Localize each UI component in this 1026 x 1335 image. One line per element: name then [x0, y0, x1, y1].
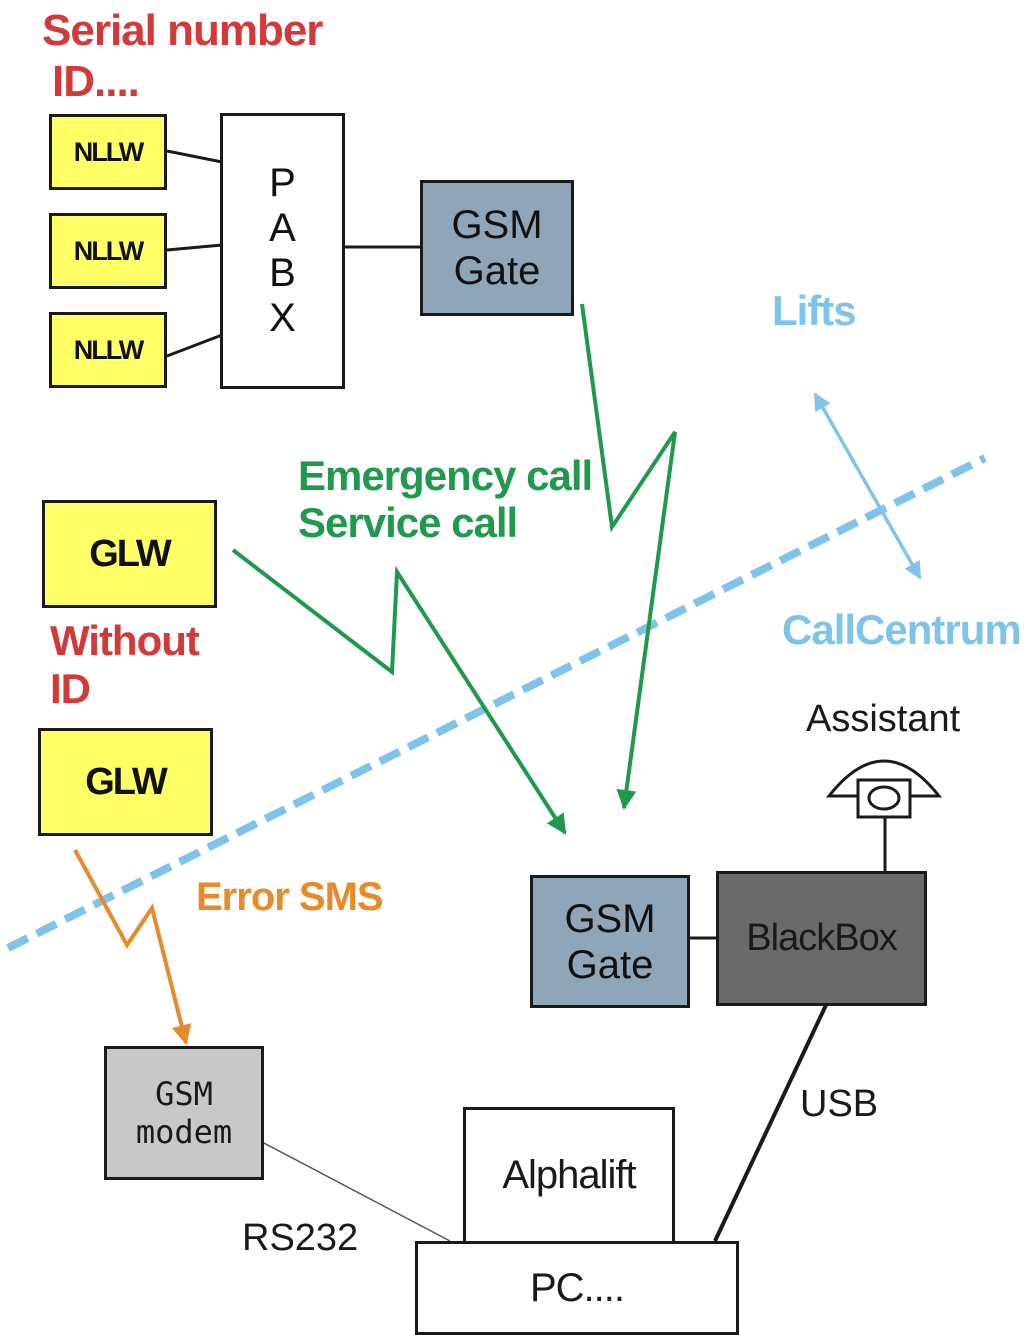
nllw-2-link	[166, 243, 223, 252]
lifts-label: Lifts	[772, 287, 857, 334]
gsm-gate-top-line1: GSM	[451, 203, 543, 247]
nllw-device-3-label: NLLW	[73, 334, 144, 365]
pabx-box: P A B X	[220, 113, 345, 389]
gsm-gate-top: GSM Gate	[420, 180, 574, 316]
gsm-modem-line2: modem	[135, 1113, 233, 1151]
service-call-label: Service call	[298, 499, 518, 547]
callcentrum-label: CallCentrum	[782, 606, 1022, 653]
serial-number-label: Serial number ID....	[42, 6, 323, 107]
without-id-line2: ID	[50, 665, 91, 713]
without-id-line1: Without	[50, 617, 200, 664]
nllw-3-link	[166, 333, 223, 358]
error-sms-arrow	[73, 849, 192, 1045]
nllw-device-1: NLLW	[49, 114, 167, 190]
pabx-letter-a: A	[269, 206, 296, 251]
without-id-label: Without ID	[50, 617, 200, 714]
usb-cable	[713, 1004, 828, 1242]
service-call-arrow	[231, 548, 567, 835]
lifts-callcentrum-arrow	[813, 392, 922, 580]
pabx-letters: P A B X	[269, 161, 296, 340]
usb-label: USB	[800, 1083, 879, 1125]
gsm-gate-bottom: GSM Gate	[530, 875, 690, 1008]
glw-device-1-label: GLW	[89, 532, 172, 575]
nllw-device-2-label: NLLW	[73, 235, 144, 266]
gsm-modem-line1: GSM	[155, 1074, 213, 1113]
error-sms-label: Error SMS	[196, 875, 384, 919]
gsm-gate-bottom-line2: Gate	[566, 942, 654, 987]
glw-device-1: GLW	[42, 500, 217, 608]
pc-box: PC....	[415, 1241, 739, 1335]
nllw-device-2: NLLW	[49, 213, 167, 289]
emergency-call-arrow	[580, 303, 677, 810]
gsm-modem: GSM modem	[104, 1046, 264, 1180]
telephone-icon	[825, 759, 943, 819]
nllw-device-3: NLLW	[49, 312, 167, 388]
gsm-modem-label: GSM modem	[136, 1075, 232, 1152]
blackbox-label: BlackBox	[746, 917, 897, 959]
rs232-label: RS232	[242, 1217, 359, 1259]
emergency-call-label: Emergency call	[298, 452, 593, 499]
assistant-label: Assistant	[806, 698, 961, 740]
alphalift-label: Alphalift	[502, 1153, 636, 1197]
serial-number-line2: ID....	[52, 56, 140, 106]
pabx-letter-b: B	[269, 251, 296, 295]
blackbox: BlackBox	[716, 871, 927, 1006]
serial-number-line1: Serial number	[42, 6, 323, 55]
gsm-gate-top-label: GSM Gate	[451, 202, 542, 294]
rs232-cable	[261, 1141, 451, 1242]
gsm-gate-bottom-label: GSM Gate	[564, 896, 655, 988]
alphalift-box: Alphalift	[463, 1107, 675, 1244]
gsm-gate-top-line2: Gate	[453, 249, 541, 293]
nllw-device-1-label: NLLW	[73, 136, 144, 167]
pabx-letter-x: X	[269, 295, 296, 340]
glw-device-2: GLW	[38, 728, 213, 836]
pc-label: PC....	[529, 1265, 625, 1310]
nllw-1-link	[166, 149, 223, 164]
pabx-letter-p: P	[269, 161, 296, 206]
glw-device-2-label: GLW	[85, 760, 168, 803]
gsm-gate-bottom-line1: GSM	[564, 896, 656, 941]
call-types-label: Emergency call Service call	[298, 452, 593, 547]
